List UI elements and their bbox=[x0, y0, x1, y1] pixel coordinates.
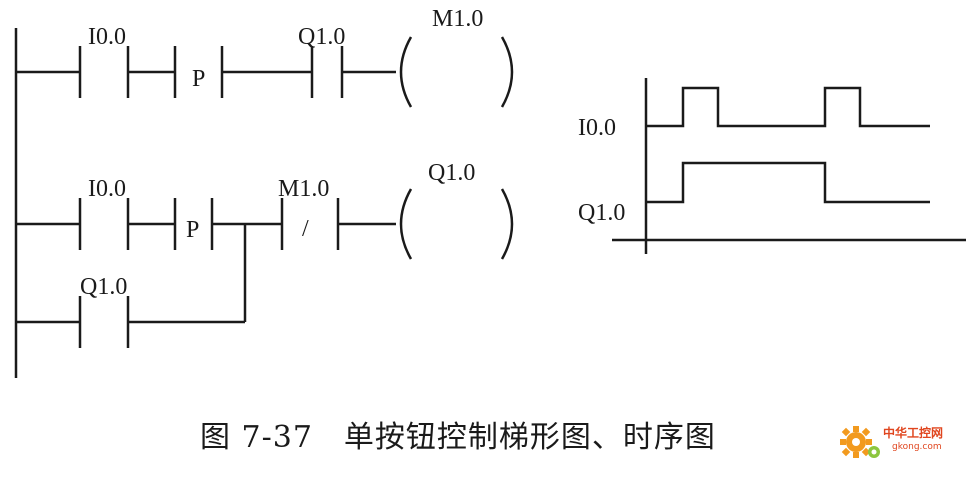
rung2-nc-contact-label: M1.0 bbox=[278, 176, 329, 202]
watermark-logo-text: 中华工控网 bbox=[883, 426, 944, 440]
timing-diagram bbox=[612, 78, 966, 254]
rung2-nc-contact-m10 bbox=[280, 198, 340, 250]
q10-waveform bbox=[646, 161, 930, 204]
rung2-contact1-label: I0.0 bbox=[88, 176, 126, 202]
timing-signal2-label: Q1.0 bbox=[578, 200, 625, 226]
rung2-branch-label: Q1.0 bbox=[80, 274, 127, 300]
watermark-url: gkong.com bbox=[892, 442, 942, 452]
timing-signal1-label: I0.0 bbox=[578, 115, 616, 141]
rung2-coil-label: Q1.0 bbox=[428, 160, 475, 186]
rung1-edge-label: P bbox=[192, 66, 205, 92]
rung-1 bbox=[16, 36, 514, 108]
rung2-edge-label: P bbox=[186, 217, 199, 243]
rung1-coil-m10 bbox=[399, 36, 514, 108]
rung1-contact1-label: I0.0 bbox=[88, 24, 126, 50]
rung1-contact-q10 bbox=[310, 46, 344, 98]
figure-caption: 图 7-37 单按钮控制梯形图、时序图 bbox=[200, 420, 716, 455]
rung2-contact-i00 bbox=[78, 198, 130, 250]
rung2-branch bbox=[16, 224, 247, 348]
rung2-nc-symbol: / bbox=[302, 216, 309, 242]
rung1-contact-i00 bbox=[78, 46, 130, 98]
rung2-coil-q10 bbox=[399, 188, 514, 260]
rung1-coil-label: M1.0 bbox=[432, 6, 483, 32]
i00-waveform bbox=[646, 86, 930, 128]
rung1-contact2-label: Q1.0 bbox=[298, 24, 345, 50]
gear-icon bbox=[840, 426, 880, 458]
watermark-logo: 中华工控网 gkong.com bbox=[838, 418, 968, 466]
rung-2 bbox=[16, 188, 514, 348]
